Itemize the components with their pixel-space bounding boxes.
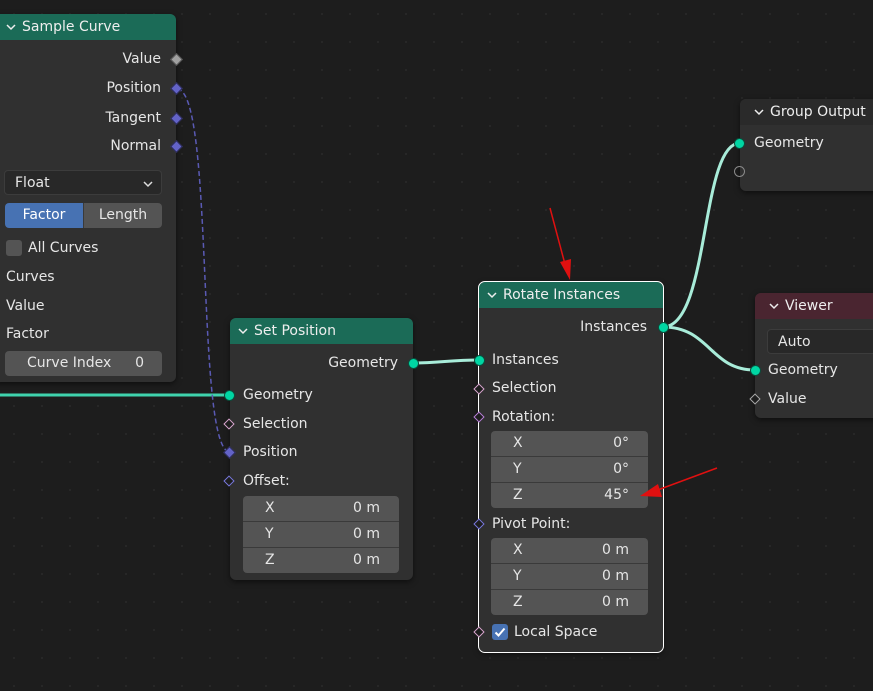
viewer-domain-dropdown[interactable]: Auto bbox=[767, 329, 873, 354]
rotate-instances-node[interactable]: Rotate Instances Instances Instances Sel… bbox=[478, 281, 664, 653]
output-tangent-label: Tangent bbox=[105, 110, 161, 126]
arrow-down-icon bbox=[549, 207, 571, 280]
output-position-label: Position bbox=[106, 80, 161, 96]
pivot-x-field[interactable]: X 0 m bbox=[491, 538, 648, 564]
chevron-down-icon[interactable] bbox=[238, 326, 248, 336]
axis-value: 0 m bbox=[353, 500, 380, 516]
axis-value: 0 m bbox=[602, 542, 629, 558]
input-value-label: Value bbox=[6, 298, 45, 314]
curve-index-field[interactable]: Curve Index 0 bbox=[5, 351, 162, 376]
output-normal-label: Normal bbox=[110, 138, 161, 154]
node-title: Rotate Instances bbox=[503, 287, 621, 303]
output-geometry-label: Geometry bbox=[328, 355, 398, 371]
input-selection-label: Selection bbox=[243, 416, 308, 432]
chevron-down-icon[interactable] bbox=[769, 301, 779, 311]
offset-z-field[interactable]: Z 0 m bbox=[243, 548, 399, 573]
pivot-y-field[interactable]: Y 0 m bbox=[491, 564, 648, 590]
set-position-header[interactable]: Set Position bbox=[230, 318, 413, 344]
chevron-down-icon[interactable] bbox=[6, 22, 16, 32]
input-instances-label: Instances bbox=[492, 352, 559, 368]
viewer-domain-value: Auto bbox=[778, 334, 811, 350]
axis-label: Z bbox=[265, 552, 275, 568]
mode-length-button[interactable]: Length bbox=[83, 203, 162, 228]
chevron-down-icon bbox=[143, 171, 153, 205]
output-value-label: Value bbox=[122, 51, 161, 67]
axis-label: X bbox=[513, 542, 523, 558]
socket-instances-output[interactable] bbox=[658, 322, 669, 333]
rotation-label: Rotation: bbox=[492, 409, 556, 425]
curve-index-value: 0 bbox=[135, 355, 144, 371]
axis-value: 0° bbox=[613, 435, 629, 451]
offset-label: Offset: bbox=[243, 473, 290, 489]
rotation-y-field[interactable]: Y 0° bbox=[491, 457, 648, 483]
axis-label: X bbox=[513, 435, 523, 451]
link-rotate-to-group-output bbox=[662, 141, 741, 329]
link-rotate-to-viewer bbox=[662, 325, 756, 372]
node-title: Group Output bbox=[770, 104, 866, 120]
axis-value: 45° bbox=[604, 487, 629, 503]
local-space-label: Local Space bbox=[514, 624, 598, 640]
axis-label: Y bbox=[513, 461, 522, 477]
input-geometry-label: Geometry bbox=[243, 387, 313, 403]
axis-label: Y bbox=[265, 526, 274, 542]
output-instances-label: Instances bbox=[580, 319, 647, 335]
node-title: Viewer bbox=[785, 298, 833, 314]
group-output-header[interactable]: Group Output bbox=[740, 99, 873, 125]
axis-value: 0 m bbox=[353, 552, 380, 568]
node-title: Sample Curve bbox=[22, 19, 121, 35]
axis-label: X bbox=[265, 500, 275, 516]
socket-geometry-input[interactable] bbox=[750, 365, 761, 376]
offset-y-field[interactable]: Y 0 m bbox=[243, 522, 399, 548]
axis-label: Y bbox=[513, 568, 522, 584]
all-curves-checkbox[interactable] bbox=[6, 240, 22, 256]
socket-empty-input[interactable] bbox=[734, 166, 745, 177]
data-type-value: Float bbox=[15, 175, 50, 191]
viewer-node[interactable]: Viewer Auto Geometry Value bbox=[755, 293, 873, 418]
link-set-position-to-rotate bbox=[412, 358, 480, 365]
input-geometry-label: Geometry bbox=[768, 362, 838, 378]
axis-value: 0 m bbox=[602, 594, 629, 610]
curve-index-label: Curve Index bbox=[27, 355, 112, 371]
pivot-z-field[interactable]: Z 0 m bbox=[491, 590, 648, 615]
mode-toggle[interactable]: Factor Length bbox=[5, 203, 162, 228]
axis-value: 0 m bbox=[602, 568, 629, 584]
rotation-vector-field[interactable]: X 0° Y 0° Z 45° bbox=[491, 431, 648, 508]
rotate-instances-header[interactable]: Rotate Instances bbox=[479, 282, 663, 308]
offset-x-field[interactable]: X 0 m bbox=[243, 496, 399, 522]
axis-value: 0° bbox=[613, 461, 629, 477]
chevron-down-icon[interactable] bbox=[487, 290, 497, 300]
offset-vector-field[interactable]: X 0 m Y 0 m Z 0 m bbox=[243, 496, 399, 573]
local-space-checkbox[interactable] bbox=[492, 624, 508, 640]
input-factor-label: Factor bbox=[6, 326, 49, 342]
axis-value: 0 m bbox=[353, 526, 380, 542]
viewer-header[interactable]: Viewer bbox=[755, 293, 873, 319]
input-curves-label: Curves bbox=[6, 269, 55, 285]
pivot-point-label: Pivot Point: bbox=[492, 516, 571, 532]
input-selection-label: Selection bbox=[492, 380, 557, 396]
chevron-down-icon[interactable] bbox=[754, 107, 764, 117]
rotation-x-field[interactable]: X 0° bbox=[491, 431, 648, 457]
group-output-node[interactable]: Group Output Geometry bbox=[740, 99, 873, 191]
axis-label: Z bbox=[513, 487, 523, 503]
sample-curve-node[interactable]: Sample Curve Value Position Tangent Norm… bbox=[0, 14, 176, 382]
socket-geometry-output[interactable] bbox=[408, 358, 419, 369]
node-title: Set Position bbox=[254, 323, 336, 339]
input-geometry-label: Geometry bbox=[754, 135, 824, 151]
checkmark-icon bbox=[494, 627, 506, 637]
pivot-vector-field[interactable]: X 0 m Y 0 m Z 0 m bbox=[491, 538, 648, 615]
sample-curve-header[interactable]: Sample Curve bbox=[0, 14, 176, 40]
set-position-node[interactable]: Set Position Geometry Geometry Selection… bbox=[230, 318, 413, 580]
mode-factor-button[interactable]: Factor bbox=[5, 203, 83, 228]
input-value-label: Value bbox=[768, 391, 807, 407]
input-position-label: Position bbox=[243, 444, 298, 460]
socket-geometry-input[interactable] bbox=[224, 390, 235, 401]
rotation-z-field[interactable]: Z 45° bbox=[491, 483, 648, 508]
axis-label: Z bbox=[513, 594, 523, 610]
socket-instances-input[interactable] bbox=[474, 355, 485, 366]
all-curves-label: All Curves bbox=[28, 240, 99, 256]
data-type-dropdown[interactable]: Float bbox=[4, 170, 162, 195]
link-position-to-set-position bbox=[176, 88, 231, 453]
socket-geometry-input[interactable] bbox=[734, 138, 745, 149]
